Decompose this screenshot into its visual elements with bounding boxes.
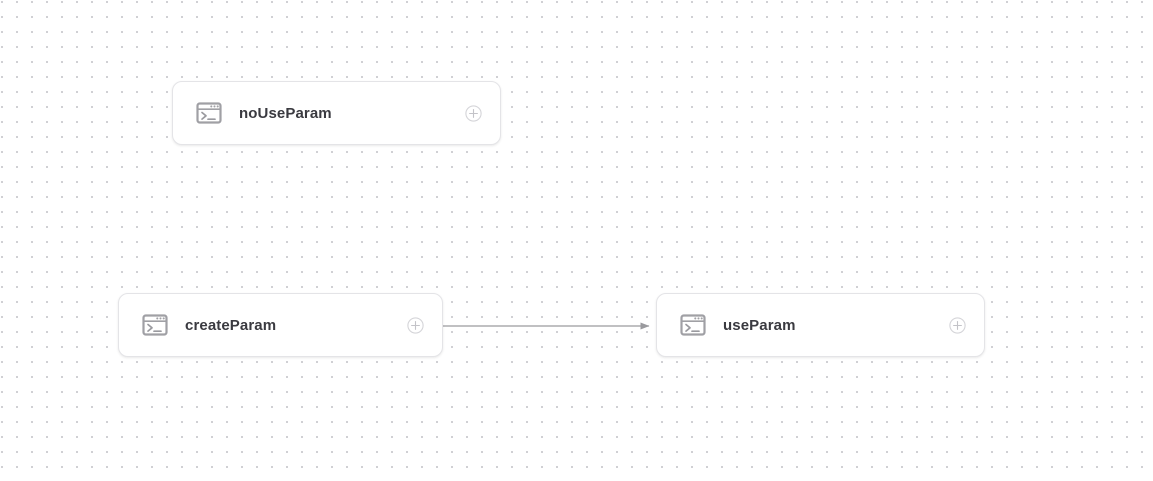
target-handle[interactable] [654,322,660,328]
plus-circle-icon[interactable] [407,316,424,334]
node-label: noUseParam [239,104,332,122]
source-handle[interactable] [497,110,503,116]
terminal-icon [679,311,707,339]
node-nouseparam[interactable]: noUseParam [172,81,501,145]
target-handle[interactable] [116,322,122,328]
terminal-icon [141,311,169,339]
plus-circle-icon[interactable] [465,104,482,122]
source-handle[interactable] [981,322,987,328]
node-createparam[interactable]: createParam [118,293,443,357]
terminal-icon [195,99,223,127]
plus-circle-icon[interactable] [949,316,966,334]
node-label: createParam [185,316,277,334]
node-label: useParam [723,316,796,334]
node-useparam[interactable]: useParam [656,293,985,357]
target-handle[interactable] [170,110,176,116]
source-handle[interactable] [439,322,445,328]
